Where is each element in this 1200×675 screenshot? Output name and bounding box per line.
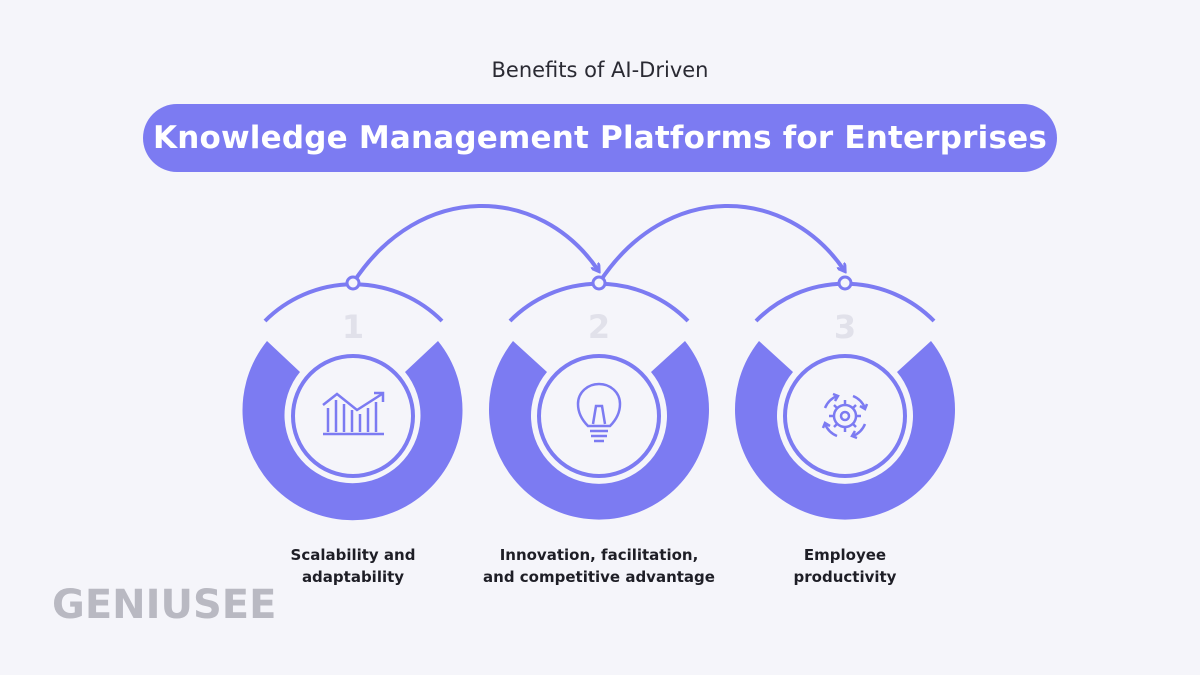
step-2-label-line-2: and competitive advantage bbox=[483, 568, 715, 586]
step-2: 2 bbox=[489, 275, 709, 520]
step-1-label-line-2: adaptability bbox=[301, 568, 405, 586]
step-3-inner-circle bbox=[783, 354, 907, 478]
step-1-ring bbox=[242, 341, 463, 521]
gear-cycle-icon bbox=[821, 392, 869, 440]
step-1-number: 1 bbox=[342, 308, 364, 346]
arrow-2-to-3 bbox=[597, 204, 844, 285]
step-3: 3 bbox=[734, 275, 955, 520]
arrow-1-to-2 bbox=[351, 204, 598, 285]
page-title: Knowledge Management Platforms for Enter… bbox=[152, 120, 1048, 156]
step-3-node bbox=[837, 275, 853, 291]
step-2-inner-circle bbox=[537, 354, 661, 478]
step-2-ring bbox=[489, 341, 709, 520]
step-1-label: Scalability and adaptability bbox=[223, 544, 483, 588]
lightbulb-icon bbox=[576, 382, 622, 443]
step-2-number: 2 bbox=[588, 308, 610, 346]
step-1-node bbox=[345, 275, 361, 291]
step-2-label-line-1: Innovation, facilitation, bbox=[499, 546, 699, 564]
bar-chart-icon bbox=[322, 391, 385, 436]
subtitle: Benefits of AI-Driven bbox=[491, 58, 709, 82]
step-1-label-line-1: Scalability and bbox=[290, 546, 416, 564]
title-banner: Knowledge Management Platforms for Enter… bbox=[143, 104, 1057, 172]
step-3-label-line-1: Employee bbox=[803, 546, 887, 564]
step-3-ring bbox=[734, 341, 955, 520]
geniusee-logo: GENIUSEE bbox=[52, 582, 277, 628]
step-2-label: Innovation, facilitation, and competitiv… bbox=[469, 544, 729, 588]
step-2-node bbox=[591, 275, 607, 291]
step-1: 1 bbox=[242, 275, 463, 521]
step-3-label-line-2: productivity bbox=[793, 568, 897, 586]
step-3-number: 3 bbox=[834, 308, 856, 346]
step-3-label: Employee productivity bbox=[715, 544, 975, 588]
